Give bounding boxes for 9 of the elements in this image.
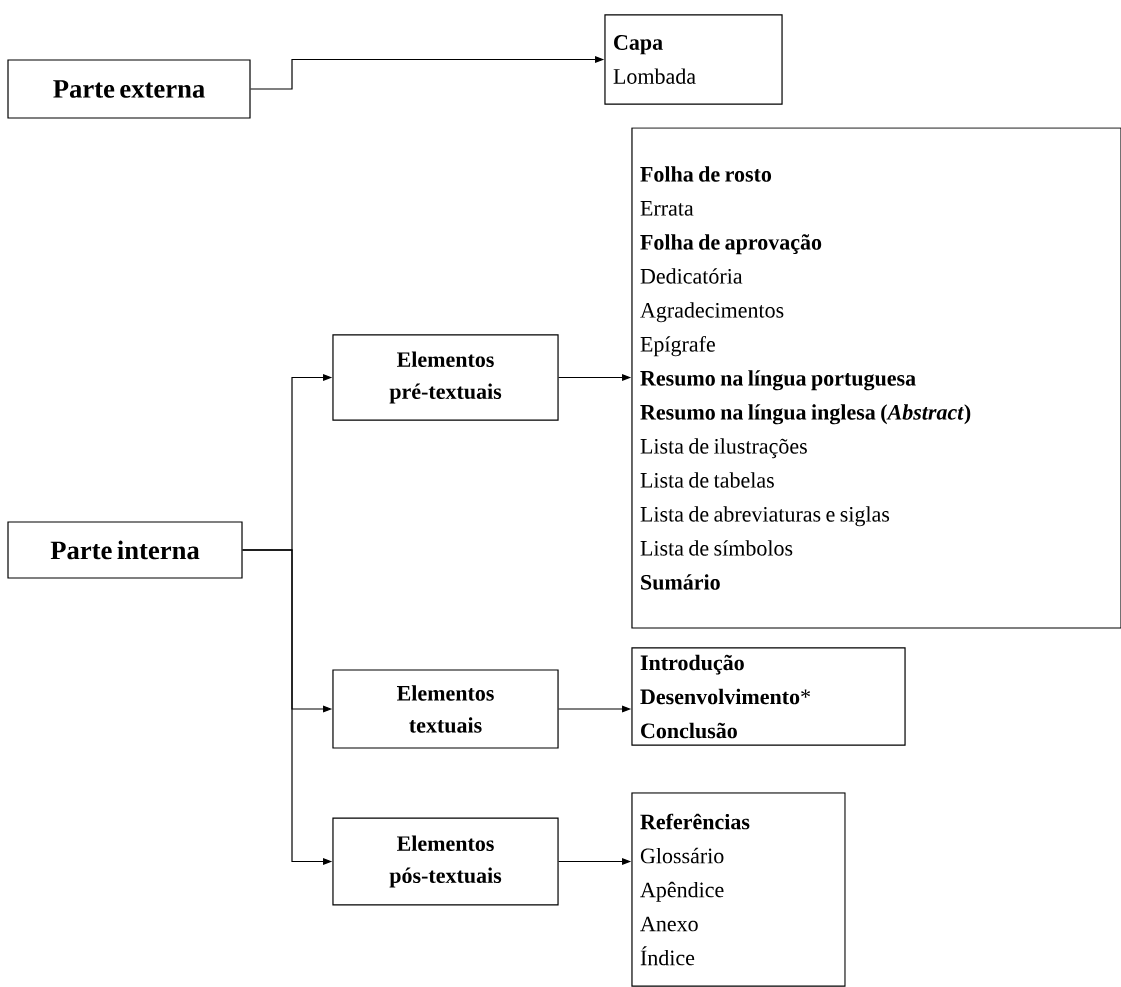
section-box: Parte externa — [7, 59, 251, 119]
list-box: Folha de rosto Errata Folha de aprovação Dedicatória Agradecimentos Epígrafe Resumo na língua portuguesa Resumo na língua inglesa (Abstract) Lista de ilustrações Lista de tabelas Lista de abreviaturas e siglas Lista de símbolos Sumário — [631, 127, 1121, 629]
category-box: Elementos pós-textuais — [332, 817, 559, 906]
list-box: Introdução Desenvolvimento* Conclusão — [631, 647, 906, 746]
category-box: Elementos pré-textuais — [332, 334, 559, 421]
list-box: Capa Lombada — [604, 14, 783, 105]
list-box: Referências Glossário Apêndice Anexo Índice — [631, 792, 846, 987]
category-box: Elementos textuais — [332, 669, 559, 749]
section-box: Parte interna — [7, 521, 243, 579]
